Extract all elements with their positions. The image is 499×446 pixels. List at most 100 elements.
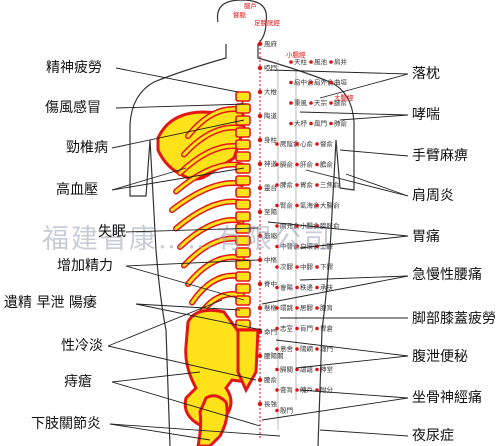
acupoint-label: 靈台 — [264, 183, 277, 192]
leader-line — [319, 73, 409, 99]
leader-line — [275, 339, 409, 357]
acupoint-dot — [329, 80, 333, 85]
acupoint-label: 魄戶 — [300, 385, 313, 394]
acupoint-label: 神堂 — [320, 365, 334, 374]
acupoint-dot — [275, 306, 279, 310]
vertebra-bone — [235, 271, 251, 282]
acupoint-label: 風池 — [314, 57, 328, 66]
vertebra-bone — [235, 103, 251, 114]
condition-label: 腹泄便秘 — [412, 348, 468, 365]
condition-label: 遺精 早泄 陽痿 — [4, 294, 97, 311]
acupoint-label: 肩外俞 — [314, 78, 334, 87]
acupoint-label: 殷門 — [280, 406, 293, 415]
vertebra-bone — [235, 199, 251, 210]
acupoint-label: 心俞 — [300, 139, 314, 148]
acupoint-label: 厥陰俞 — [280, 139, 300, 148]
acupoint-dot — [275, 183, 279, 187]
acupoint-dot — [289, 60, 293, 64]
acupoint-label: 天宗 — [314, 98, 328, 107]
acupoint-label: 會陽 — [280, 283, 294, 292]
acupoint-dot — [257, 89, 263, 95]
condition-label: 高血壓 — [56, 181, 98, 198]
acupoint-dot — [257, 185, 263, 191]
acupoint-label: 啞門 — [264, 64, 277, 72]
leader-line — [295, 355, 409, 369]
acupoint-label: 秉風 — [294, 98, 308, 107]
leader-line — [111, 167, 245, 191]
leader-line — [269, 69, 409, 75]
acupoint-label: 胞肓 — [320, 303, 334, 312]
acupoint-label: 白環俞 — [300, 242, 320, 251]
leader-line — [135, 303, 263, 331]
acupoint-dot — [275, 162, 279, 167]
femur-head-bone — [196, 394, 229, 446]
leader-line — [345, 173, 409, 197]
acupoint-label: 秩邊 — [300, 283, 314, 292]
acupoint-dot — [275, 285, 279, 290]
acupoint-label: 下髎 — [320, 263, 334, 271]
red-point-label: 督脈 — [233, 10, 247, 19]
acupoint-dot — [309, 121, 313, 126]
acupoint-dot — [315, 347, 319, 351]
acupoint-dot — [295, 326, 299, 331]
acupoint-dot — [257, 137, 263, 143]
acupoint-dot — [309, 60, 313, 64]
red-point-label: 小腸經 — [286, 50, 306, 59]
leader-line — [299, 275, 409, 281]
leader-line — [339, 149, 409, 157]
acupoint-label: 志室 — [280, 324, 294, 333]
acupoint-dot — [315, 306, 319, 310]
acupoint-label: 膀胱俞 — [320, 221, 340, 230]
acupoint-dot — [295, 265, 299, 269]
leader-line — [125, 227, 259, 233]
leader-line — [299, 235, 409, 249]
condition-label: 哮喘 — [412, 106, 440, 123]
condition-label: 傷風感冒 — [45, 99, 101, 116]
condition-label: 急慢性腰痛 — [412, 266, 482, 283]
leader-line — [111, 381, 261, 427]
acupoint-label: 大椎 — [264, 87, 278, 96]
sacrum-bone — [236, 328, 260, 394]
acupoint-label: 腎俞 — [280, 201, 294, 210]
leader-line — [125, 259, 259, 267]
leader-line — [261, 397, 409, 421]
acupoint-label: 膈俞 — [280, 160, 294, 169]
leader-line — [111, 371, 201, 383]
acupoint-dot — [275, 367, 279, 372]
acupoint-label: 督俞 — [320, 139, 334, 148]
acupoint-dot — [295, 183, 299, 187]
leader-line — [107, 345, 257, 381]
acupoint-label: 胃俞 — [300, 180, 314, 189]
vertebra-bone — [235, 295, 251, 306]
acupoint-dot — [315, 285, 319, 290]
acupoint-label: 小腸俞 — [300, 221, 320, 230]
leader-line — [305, 169, 409, 197]
acupoint-label: 譩譆 — [300, 365, 314, 374]
left-labels: 精神疲勞 傷風感冒 勁椎病 高血壓 失眠 增加精力 遺精 早泄 陽痿 性冷淡 痔… — [4, 59, 126, 432]
acupoint-label: 風府 — [264, 39, 278, 48]
acupoint-dot — [289, 121, 293, 126]
acupoint-dot — [257, 161, 263, 167]
acupoint-dot — [329, 101, 333, 105]
acupoint-label: 肓門 — [300, 324, 313, 333]
acupoint-dot — [315, 162, 319, 167]
acupoint-dot — [295, 203, 299, 208]
acupoint-dot — [257, 305, 263, 311]
acupoint-label: 居髎 — [300, 304, 314, 312]
acupoint-dot — [309, 80, 313, 85]
leader-line — [115, 67, 239, 93]
acupoint-label: 陽綱 — [300, 344, 314, 353]
acupoint-label: 陶道 — [264, 111, 278, 120]
acupoint-dot — [329, 60, 333, 64]
vertebra-bone — [235, 91, 251, 102]
acupoint-dot — [257, 209, 263, 215]
condition-label: 性冷淡 — [61, 338, 103, 354]
condition-label: 夜尿症 — [412, 428, 454, 444]
acupoint-label: 上髎 — [320, 242, 334, 251]
acupoint-dot — [315, 326, 319, 331]
leader-line — [339, 114, 409, 121]
vertebra-bone — [235, 127, 251, 138]
acupoint-label: 大腸俞 — [320, 201, 340, 210]
acupoint-dot — [257, 401, 263, 407]
